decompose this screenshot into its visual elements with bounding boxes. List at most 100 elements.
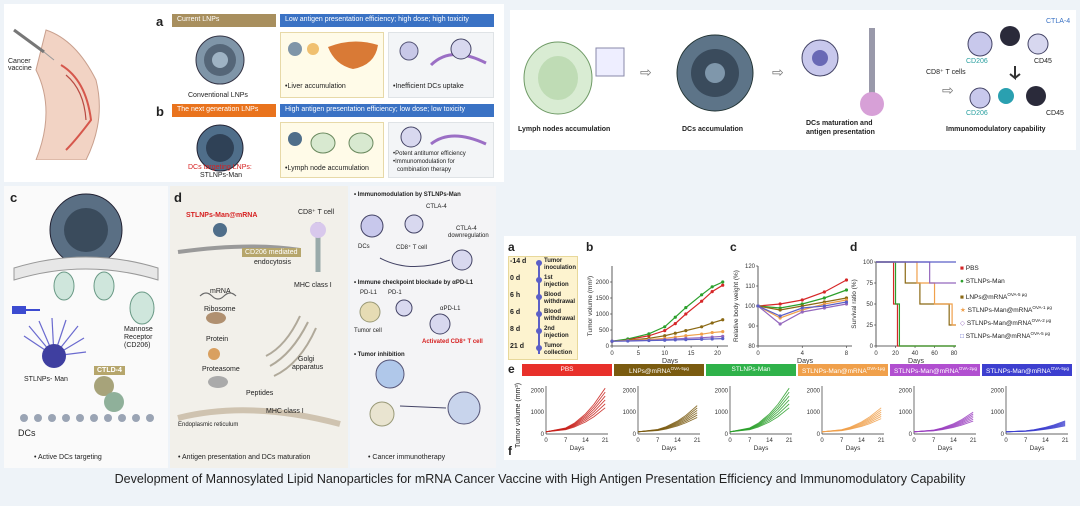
legend-label: STLNPs-Man: [965, 278, 1005, 285]
potent-dc-icon: [400, 126, 487, 148]
y-tick-label: 2000: [991, 388, 1005, 394]
group-label: STLNPs-Man: [731, 366, 771, 373]
panel-a-label: a: [156, 14, 164, 29]
data-point: [647, 338, 651, 343]
y-tick-label: 1000: [531, 410, 545, 416]
lymph-accumulation-text: Lymph nodes accumulation: [518, 126, 611, 133]
ctla4-down-label: CTLA-4: [456, 226, 477, 232]
x-tick-label: 7: [564, 438, 568, 444]
data-point: [778, 322, 782, 326]
next-gen-bar: The next generation LNPs: [172, 104, 276, 117]
mhc1-upper-label: MHC class I: [294, 282, 332, 289]
data-point: [700, 325, 704, 329]
conventional-lnps-label: Conventional LNPs: [188, 92, 248, 99]
timeline-dot: [536, 311, 542, 317]
golgi-label: Golgi: [298, 356, 315, 363]
group-header: STLNPs-Man: [706, 364, 796, 376]
x-tick-label: 14: [950, 438, 957, 444]
ctld4-label: CTLD-4: [94, 366, 125, 375]
data-point: [822, 290, 826, 294]
timeline-event: 2nd injection: [544, 326, 569, 339]
y-tick-label: 2000: [715, 388, 729, 394]
group-label: STLNPs-Man@mRNA: [986, 368, 1051, 376]
dcs-targeting-label: DCs targeting LNPs:: [188, 164, 252, 171]
legend-d: ■ PBS● STLNPs-Man■ LNPs@mRNAOVA-5 μg★ ST…: [960, 262, 1076, 340]
y-tick-label: 0: [633, 432, 637, 438]
lnp-large-illustration: [676, 34, 754, 112]
y-tick-label: 1000: [715, 410, 729, 416]
current-lnps-bar: Current LNPs: [172, 14, 276, 27]
x-tick-label: 0: [756, 351, 760, 357]
data-point: [844, 278, 849, 282]
cd206-endo-label: CD206 mediated: [242, 248, 301, 257]
legend-sup: OVA-2 μg: [1031, 318, 1052, 323]
series-line: [876, 261, 956, 326]
conventional-lnp-icon: [195, 35, 245, 85]
cd8-t-cells-label: CD8⁺ T cells: [926, 69, 966, 76]
liver-icon: [288, 41, 378, 69]
protein-label: Protein: [206, 336, 229, 343]
legend-marker: ◇: [960, 320, 967, 328]
chart-e-label: e: [508, 362, 515, 376]
group-label: STLNPs-Man@mRNA: [802, 368, 867, 376]
group-header: STLNPs-Man@mRNAOVA-5μg: [982, 364, 1072, 376]
x-axis-label: Days: [846, 445, 862, 452]
data-point: [721, 283, 725, 287]
arrow-2: ⇨: [772, 64, 784, 80]
group-header: PBS: [522, 364, 612, 376]
x-tick-label: 0: [610, 351, 614, 357]
immuno-title-1: • Immunomodulation by STLNPs-Man: [354, 192, 461, 198]
y-axis-label: Relative body weight (%): [733, 270, 740, 342]
data-point: [778, 314, 782, 318]
timeline-day: 0 d: [510, 275, 521, 282]
immuno-title-2: • Immune checkpoint blockade by αPD-L1: [354, 280, 474, 286]
data-point: [721, 280, 725, 284]
mouse-curve: [821, 407, 882, 433]
data-point: [844, 288, 849, 292]
x-tick-label: 0: [636, 438, 640, 444]
data-point: [721, 318, 725, 322]
timeline-dot: [536, 260, 542, 266]
y-tick-label: 1000: [596, 312, 610, 318]
x-axis-label: Days: [938, 445, 954, 452]
data-point: [721, 337, 725, 341]
series-line: [876, 261, 956, 326]
x-tick-label: 0: [912, 438, 916, 444]
tumor-cell-label: Tumor cell: [354, 328, 382, 334]
panel-d: d STLNPs-Man@mRNA CD8⁺ T cell CD206 medi…: [170, 186, 348, 468]
timeline-label: a: [508, 240, 515, 254]
immuno-title-3: • Tumor inhibition: [354, 352, 405, 358]
data-point: [710, 330, 714, 335]
data-point: [721, 330, 725, 334]
lymph-node-illustration: [523, 41, 625, 115]
timeline-event: 1st injection: [544, 275, 569, 288]
x-tick-label: 7: [1024, 438, 1028, 444]
data-point: [684, 329, 688, 333]
data-point: [684, 312, 688, 316]
y-tick-label: 0: [909, 432, 913, 438]
immunomodulatory-text: Immunomodulatory capability: [946, 126, 1046, 133]
legend-label: LNPs@mRNA: [965, 294, 1008, 302]
legend-marker: ●: [960, 278, 966, 285]
x-tick-label: 60: [931, 351, 938, 357]
x-axis-label: Days: [908, 358, 924, 365]
data-point: [684, 334, 688, 338]
data-point: [710, 337, 714, 341]
y-tick-label: 2000: [596, 280, 610, 286]
dc-uptake-icon: [399, 38, 487, 67]
panel-c-label: c: [10, 190, 18, 205]
x-tick-label: 21: [694, 438, 701, 444]
chart-c-label: c: [730, 240, 737, 254]
panel-immuno: • Immunomodulation by STLNPs-Man CTLA-4 …: [350, 186, 496, 468]
mouse-curve: [545, 403, 606, 433]
y-tick-label: 1000: [623, 410, 637, 416]
x-tick-label: 0: [728, 438, 732, 444]
legend-sup: OVA-5 μg: [1030, 331, 1051, 336]
panel-b-label: b: [156, 104, 164, 119]
x-tick-label: 21: [1062, 438, 1069, 444]
series-line: [611, 281, 723, 342]
dc-maturation-illustration: [801, 28, 884, 116]
y-tick-label: 25: [866, 323, 873, 329]
